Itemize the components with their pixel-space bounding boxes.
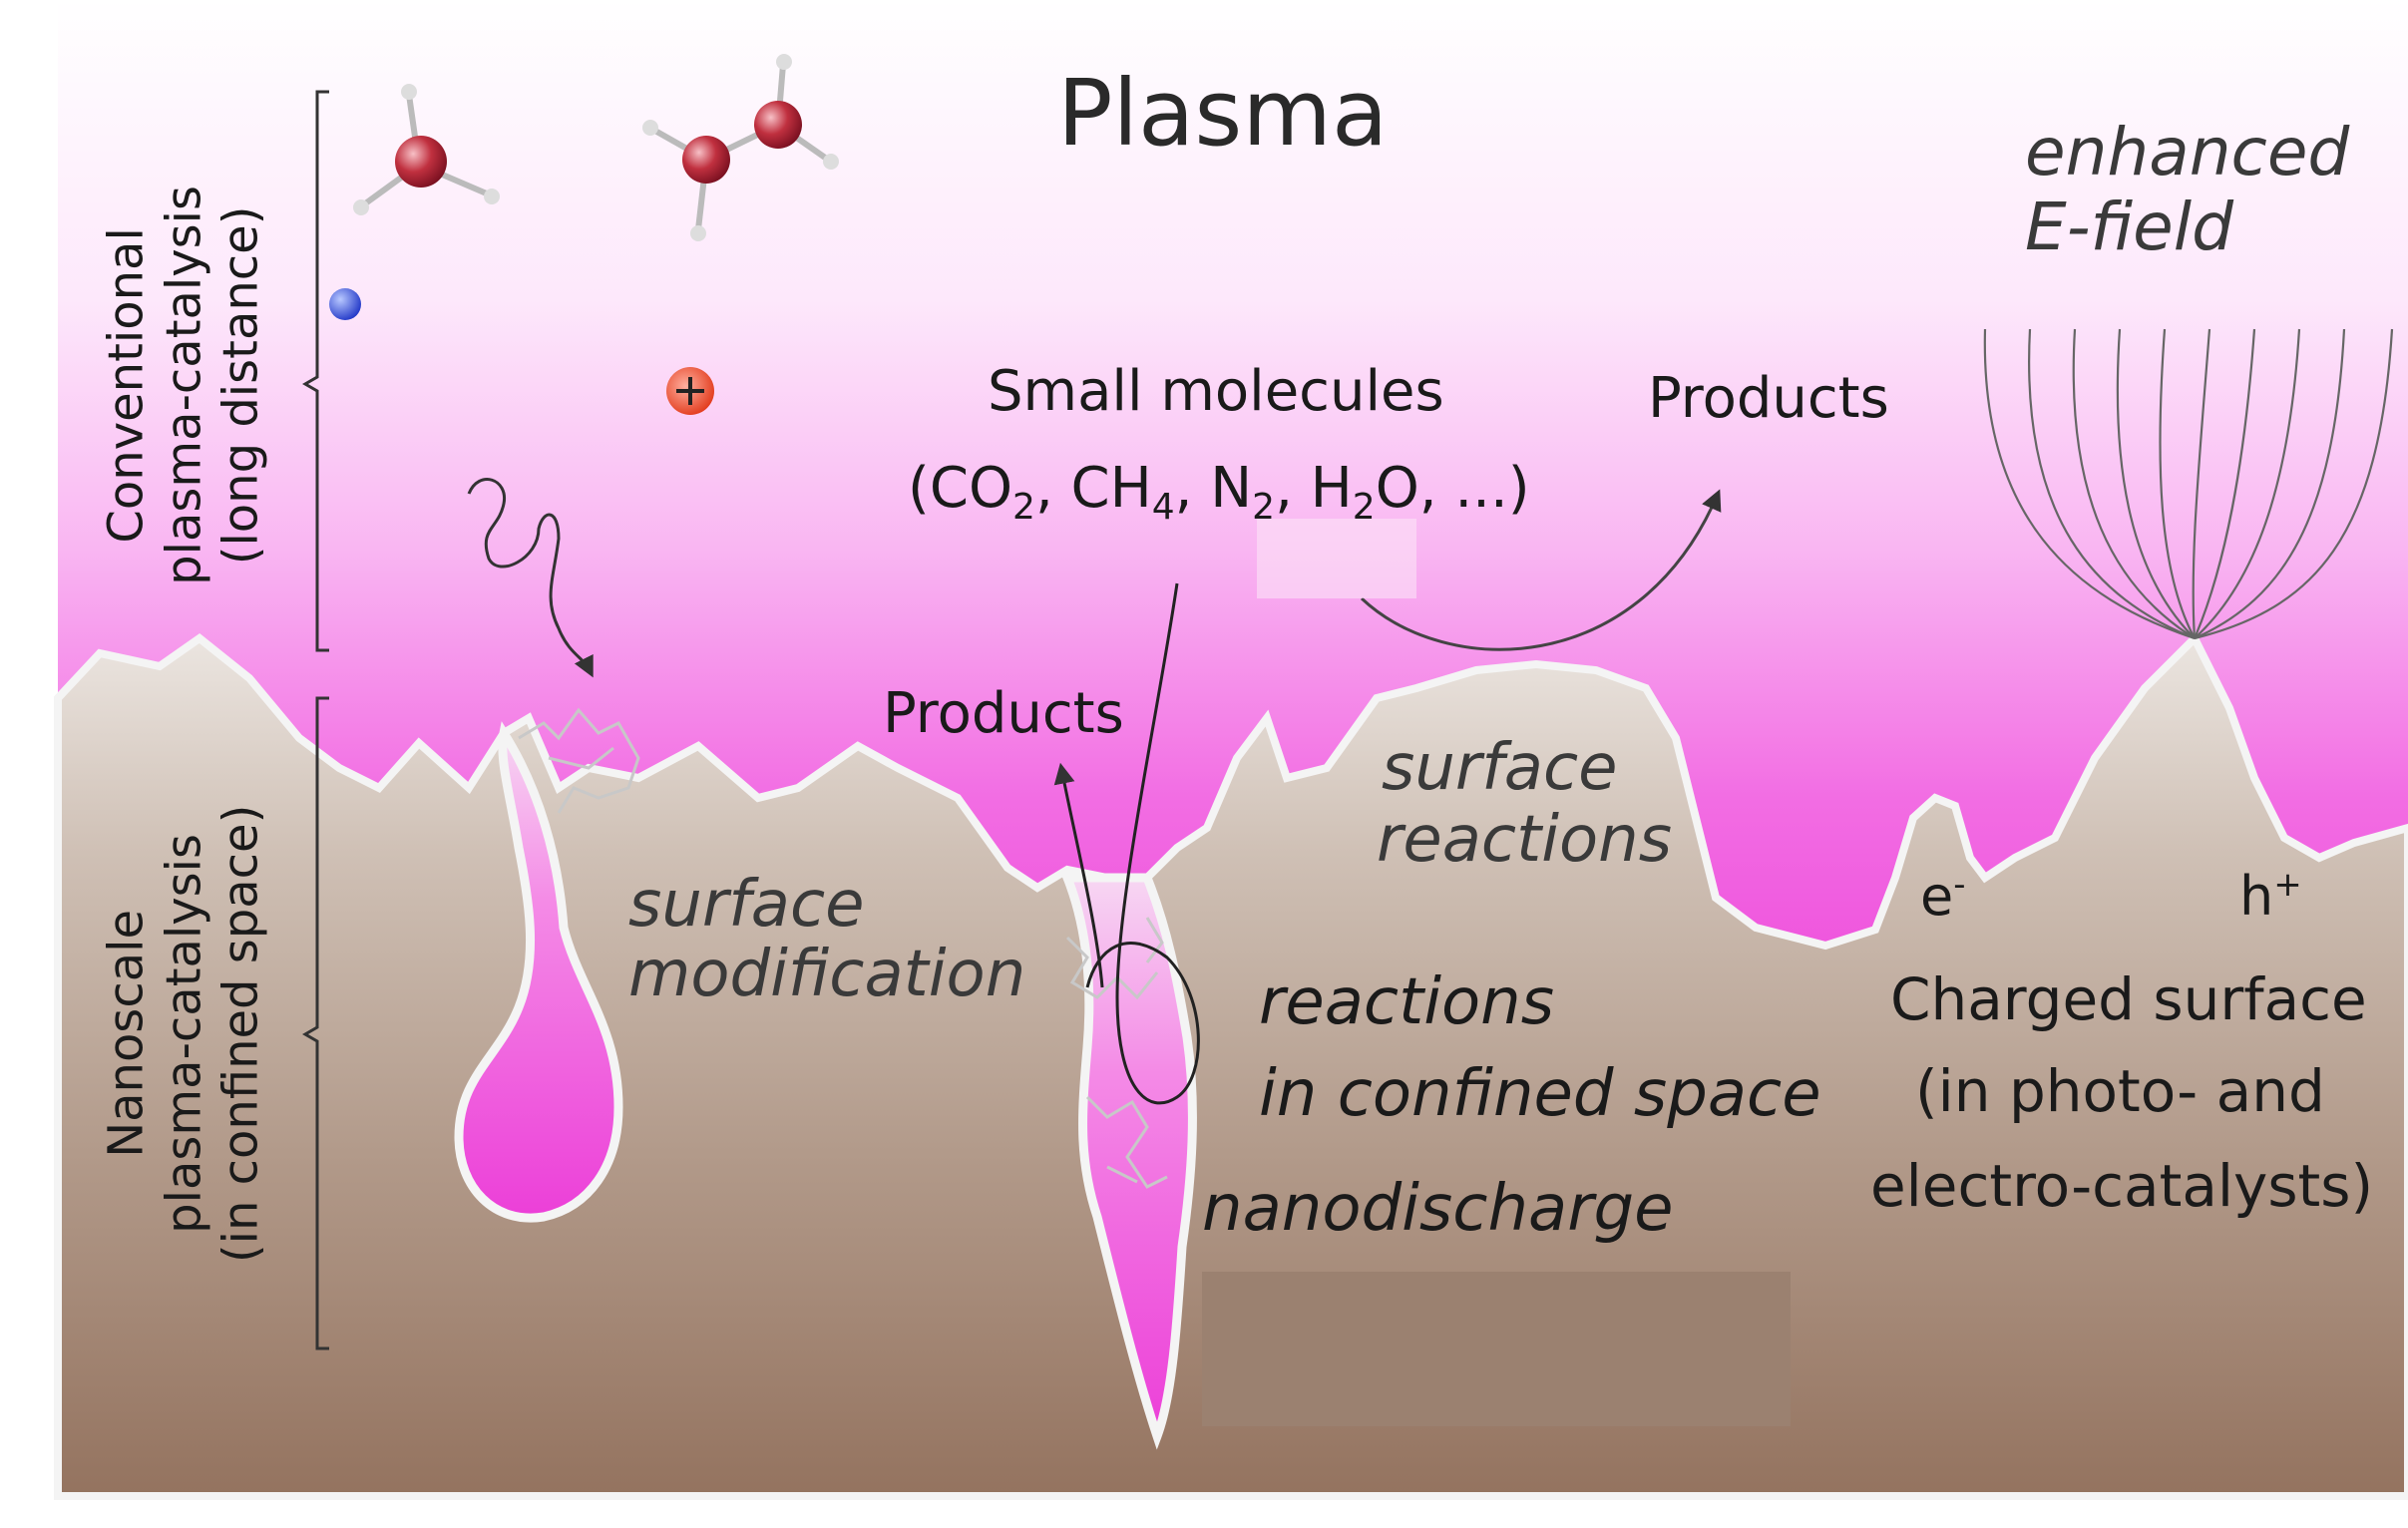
mask-patch bbox=[1257, 519, 1416, 598]
label-conventional-line2: plasma-catalysis bbox=[156, 185, 212, 585]
atom-heavy bbox=[395, 136, 447, 188]
label-hole-symbol: h bbox=[2239, 865, 2274, 928]
brace-nanoscale bbox=[302, 696, 329, 1350]
label-conventional: Conventional plasma-catalysis (long dist… bbox=[99, 96, 271, 674]
label-enhanced: enhanced bbox=[2025, 114, 2350, 191]
label-nanoscale: Nanoscale plasma-catalysis (in confined … bbox=[99, 739, 271, 1328]
label-molecule-formulas: (CO2, CH4, N2, H2O, ...) bbox=[908, 456, 1530, 529]
label-surface-reactions-2: reactions bbox=[1377, 803, 1673, 877]
label-in-confined-space: in confined space bbox=[1259, 1057, 1821, 1131]
pore-left bbox=[454, 721, 623, 1223]
wavy-arrow bbox=[467, 478, 594, 678]
label-electron-sign: - bbox=[1953, 865, 1966, 905]
label-surface-modification-1: surface bbox=[628, 868, 865, 942]
products-center-arrow bbox=[1053, 762, 1104, 988]
label-hole: h+ bbox=[2239, 868, 2302, 924]
e-field-lines bbox=[1983, 328, 2394, 640]
label-conventional-line1: Conventional bbox=[98, 227, 155, 544]
atom-heavy bbox=[682, 136, 730, 184]
title-plasma: Plasma bbox=[1057, 60, 1389, 167]
label-charged-surface-2: (in photo- and bbox=[1915, 1057, 2325, 1125]
label-electron: e- bbox=[1920, 868, 1966, 924]
label-reactions: reactions bbox=[1259, 965, 1555, 1039]
electron-icon bbox=[329, 288, 361, 320]
catalyst-surface bbox=[54, 631, 2408, 1500]
atom-h bbox=[401, 84, 417, 100]
label-nanodischarge: nanodischarge bbox=[1202, 1172, 1674, 1246]
atom-h bbox=[353, 199, 369, 215]
atom-h bbox=[690, 225, 706, 241]
mask-box bbox=[1202, 1272, 1791, 1426]
products-top-arrow bbox=[1360, 489, 1722, 651]
label-charged-surface-3: electro-catalysts) bbox=[1870, 1152, 2374, 1220]
label-surface-modification-2: modification bbox=[628, 938, 1026, 1011]
label-electron-symbol: e bbox=[1920, 865, 1954, 928]
label-small-molecules: Small molecules bbox=[988, 359, 1444, 424]
confined-reaction-loop bbox=[1085, 582, 1200, 1105]
label-products-top: Products bbox=[1648, 366, 1889, 431]
atom-h bbox=[776, 54, 792, 70]
brace-conventional bbox=[302, 90, 329, 652]
nanodischarge-filaments-center bbox=[1065, 917, 1168, 1189]
label-surface-reactions-1: surface bbox=[1382, 731, 1618, 805]
atom-heavy bbox=[754, 101, 802, 149]
label-nanoscale-line2: plasma-catalysis bbox=[156, 833, 212, 1234]
atom-h bbox=[484, 189, 500, 204]
pore-center bbox=[1060, 873, 1197, 1450]
label-nanoscale-line1: Nanoscale bbox=[98, 910, 155, 1158]
label-products-center: Products bbox=[883, 681, 1124, 746]
nanodischarge-filaments-left bbox=[518, 707, 640, 814]
atom-h bbox=[642, 120, 658, 136]
label-charged-surface-1: Charged surface bbox=[1890, 965, 2367, 1033]
label-conventional-line3: (long distance) bbox=[212, 205, 269, 566]
atom-h bbox=[823, 154, 839, 170]
label-nanoscale-line3: (in confined space) bbox=[212, 804, 269, 1264]
plus-sign-icon bbox=[676, 377, 704, 405]
label-hole-sign: + bbox=[2273, 865, 2302, 905]
label-e-field: E-field bbox=[2025, 189, 2233, 265]
